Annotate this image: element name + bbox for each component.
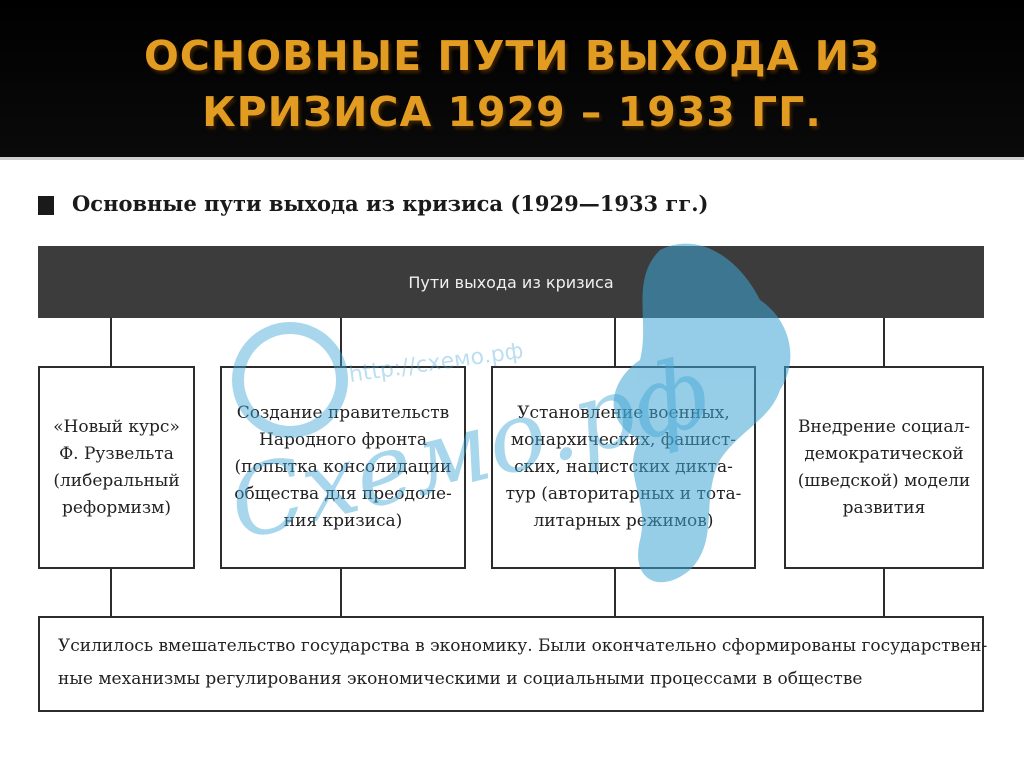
conclusion-line: Усилилось вмешательство государства в эк… — [58, 636, 988, 656]
slide-title-line-1: ОСНОВНЫЕ ПУТИ ВЫХОДА ИЗ — [143, 32, 881, 80]
node-line: развития — [842, 497, 926, 518]
conclusion-line: ные механизмы регулирования экономически… — [58, 669, 863, 689]
node-line: монархических, фашист- — [510, 430, 737, 450]
node-line: «Новый курс» — [53, 416, 180, 437]
node-line: демократической — [804, 443, 964, 464]
section-heading: Основные пути выхода из кризиса (1929—19… — [72, 191, 709, 216]
node-line: тур (авторитарных и тота- — [505, 484, 742, 504]
node-line: Создание правительств — [236, 403, 450, 423]
node-line: Установление военных, — [517, 403, 730, 423]
path-node-dictatorships: Установление военных, монархических, фаш… — [491, 366, 756, 569]
connector-top-3 — [614, 318, 616, 366]
root-bar: Пути выхода из кризиса — [38, 246, 984, 318]
path-node-popular-front: Создание правительств Народного фронта (… — [220, 366, 466, 569]
connector-top-1 — [110, 318, 112, 366]
node-line: Внедрение социал- — [797, 416, 971, 437]
connector-bottom-3 — [614, 569, 616, 616]
slide-header: ОСНОВНЫЕ ПУТИ ВЫХОДА ИЗ КРИЗИСА 1929 – 1… — [0, 0, 1024, 157]
path-node-new-deal: «Новый курс» Ф. Рузвельта (либеральный р… — [38, 366, 195, 569]
root-label: Пути выхода из кризиса — [408, 272, 614, 292]
node-line: общества для преодоле- — [234, 484, 452, 504]
connector-top-2 — [340, 318, 342, 366]
node-line: Народного фронта — [259, 430, 427, 450]
path-node-swedish-model: Внедрение социал- демократической (шведс… — [784, 366, 984, 569]
section-bullet-square — [38, 196, 54, 215]
node-line: Ф. Рузвельта — [59, 443, 174, 464]
node-line: реформизм) — [61, 497, 172, 518]
watermark-dot — [764, 334, 776, 346]
connector-top-4 — [883, 318, 885, 366]
node-line: (либеральный — [53, 470, 180, 491]
node-line: (попытка консолидации — [234, 457, 452, 477]
connector-bottom-2 — [340, 569, 342, 616]
node-line: (шведской) модели — [797, 470, 971, 491]
node-line: литарных режимов) — [533, 511, 714, 531]
node-line: ния кризиса) — [283, 511, 403, 531]
connector-bottom-4 — [883, 569, 885, 616]
conclusion-box: Усилилось вмешательство государства в эк… — [38, 616, 988, 712]
connector-bottom-1 — [110, 569, 112, 616]
node-line: ских, нацистских дикта- — [514, 457, 733, 477]
slide-title-line-2: КРИЗИСА 1929 – 1933 ГГ. — [202, 88, 822, 136]
header-divider — [0, 157, 1024, 160]
slide-title: ОСНОВНЫЕ ПУТИ ВЫХОДА ИЗ КРИЗИСА 1929 – 1… — [0, 28, 1024, 140]
